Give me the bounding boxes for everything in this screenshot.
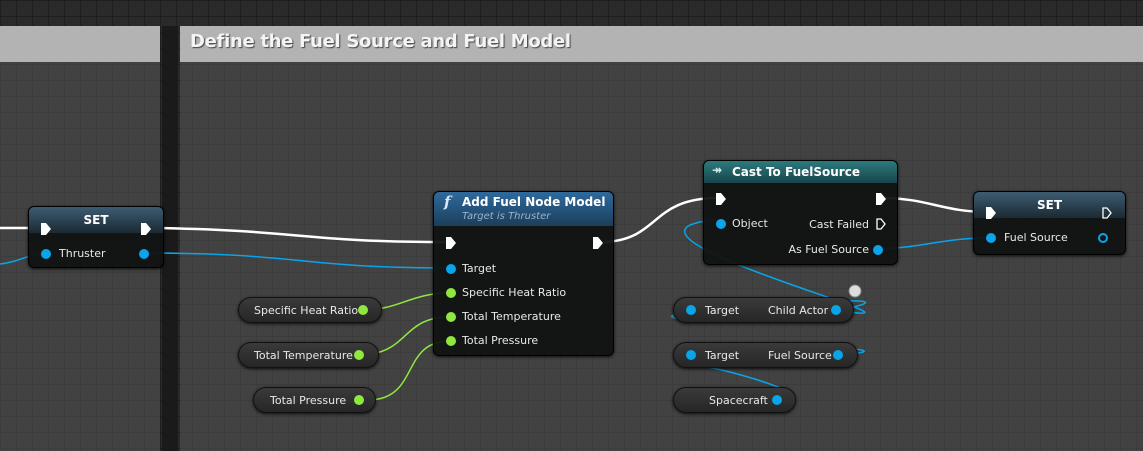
specific-heat-ratio-out-pin[interactable] bbox=[358, 305, 368, 315]
child-actor-output-label: Child Actor bbox=[768, 304, 829, 317]
target-pin[interactable] bbox=[446, 264, 456, 274]
reroute-knot bbox=[848, 284, 862, 298]
thruster-out-pin[interactable] bbox=[139, 249, 149, 259]
as-fuel-source-out-pin[interactable] bbox=[873, 245, 883, 255]
total-pressure-out-pin[interactable] bbox=[354, 395, 364, 405]
child-actor-target-label: Target bbox=[705, 304, 740, 317]
specific-heat-ratio-var-label: Specific Heat Ratio bbox=[254, 304, 359, 317]
total-pressure-var-label: Total Pressure bbox=[270, 394, 347, 407]
total-pressure-pin[interactable] bbox=[446, 336, 456, 346]
object-pin-label: Object bbox=[732, 217, 768, 230]
total-temperature-var-label: Total Temperature bbox=[254, 349, 353, 362]
child-actor-out-pin[interactable] bbox=[831, 305, 841, 315]
add-fuel-node-subtitle: Target is Thruster bbox=[462, 211, 551, 222]
fuel-source-output-label: Fuel Source bbox=[768, 349, 832, 362]
total-temperature-out-pin[interactable] bbox=[354, 350, 364, 360]
object-wire bbox=[143, 252, 451, 269]
fuel-source-in-pin[interactable] bbox=[986, 233, 996, 243]
add-fuel-node-header: f Add Fuel Node Model Target is Thruster bbox=[434, 192, 613, 226]
exec-out-pin[interactable] bbox=[593, 237, 603, 249]
thruster-pin-label: Thruster bbox=[59, 247, 106, 260]
comment-divider bbox=[162, 26, 178, 451]
spacecraft-var[interactable]: Spacecraft bbox=[673, 387, 796, 413]
set-thruster-title: SET bbox=[83, 213, 109, 227]
spacecraft-var-label: Spacecraft bbox=[709, 394, 768, 407]
exec-out-pin[interactable] bbox=[141, 223, 151, 235]
child-actor-target-pin[interactable] bbox=[686, 305, 696, 315]
exec-out-pin[interactable] bbox=[1102, 207, 1112, 219]
exec-out-pin[interactable] bbox=[876, 193, 886, 205]
exec-in-pin[interactable] bbox=[716, 193, 726, 205]
exec-in-pin[interactable] bbox=[41, 223, 51, 235]
add-fuel-node-model[interactable]: f Add Fuel Node Model Target is Thruster… bbox=[433, 191, 614, 356]
cast-icon: ↠ bbox=[712, 163, 723, 177]
exec-in-pin[interactable] bbox=[446, 237, 456, 249]
set-fuel-title: SET bbox=[1036, 198, 1063, 212]
exec-wire bbox=[603, 196, 719, 244]
fuel-source-getter[interactable]: Target Fuel Source bbox=[673, 342, 858, 368]
object-in-pin[interactable] bbox=[716, 219, 726, 229]
total-temperature-pin[interactable] bbox=[446, 312, 456, 322]
comment-title[interactable]: Define the Fuel Source and Fuel Model bbox=[180, 26, 1143, 62]
total-pressure-var[interactable]: Total Pressure bbox=[253, 387, 376, 413]
specific-heat-ratio-pin-label: Specific Heat Ratio bbox=[462, 286, 567, 299]
thruster-in-pin[interactable] bbox=[41, 249, 51, 259]
target-pin-label: Target bbox=[462, 262, 497, 275]
exec-in-pin[interactable] bbox=[986, 207, 996, 219]
total-temperature-pin-label: Total Temperature bbox=[462, 310, 561, 323]
fuel-source-target-label: Target bbox=[705, 349, 740, 362]
left-comment-header[interactable] bbox=[0, 26, 160, 62]
cast-node-title: Cast To FuelSource bbox=[732, 165, 860, 179]
child-actor-getter[interactable]: Target Child Actor bbox=[673, 297, 854, 323]
cast-failed-label: Cast Failed bbox=[809, 218, 869, 231]
spacecraft-out-pin[interactable] bbox=[772, 395, 782, 405]
set-thruster-header: SET bbox=[29, 207, 163, 233]
as-fuel-source-label: As Fuel Source bbox=[788, 243, 869, 256]
total-pressure-pin-label: Total Pressure bbox=[462, 334, 539, 347]
main-comment-body bbox=[180, 62, 1143, 451]
exec-wire bbox=[151, 226, 449, 244]
specific-heat-ratio-pin[interactable] bbox=[446, 288, 456, 298]
set-thruster-node[interactable]: SET Thruster bbox=[28, 206, 164, 268]
cast-to-fuelsource-node[interactable]: ↠ Cast To FuelSource Object Cast Failed … bbox=[703, 160, 898, 265]
fuel-source-target-pin[interactable] bbox=[686, 350, 696, 360]
set-fuel-header: SET bbox=[974, 192, 1125, 218]
specific-heat-ratio-var[interactable]: Specific Heat Ratio bbox=[238, 297, 382, 323]
set-fuel-source-node[interactable]: SET Fuel Source bbox=[973, 191, 1126, 255]
total-temperature-var[interactable]: Total Temperature bbox=[238, 342, 379, 368]
cast-node-header: ↠ Cast To FuelSource bbox=[704, 161, 897, 183]
add-fuel-node-title: Add Fuel Node Model bbox=[462, 195, 606, 209]
fuel-source-pin-label: Fuel Source bbox=[1004, 231, 1068, 244]
fuel-source-out-pin[interactable] bbox=[1098, 233, 1108, 243]
cast-failed-exec-pin[interactable] bbox=[876, 218, 886, 230]
fuel-source-getter-out-pin[interactable] bbox=[833, 350, 843, 360]
function-icon: f bbox=[444, 193, 451, 211]
